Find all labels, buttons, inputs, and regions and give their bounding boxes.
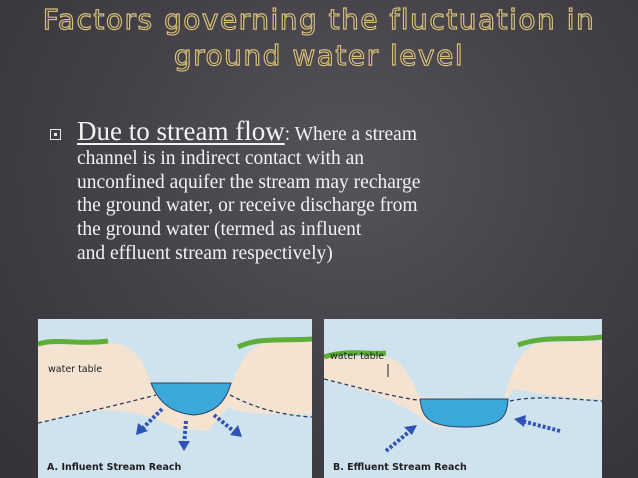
title-line-1: Factors governing the fluctuation in	[42, 2, 596, 36]
slide-title: Factors governing the fluctuation in gro…	[0, 2, 638, 74]
water-table-line	[324, 378, 602, 402]
body-line-1: Where a stream	[294, 124, 417, 145]
ground-layer	[324, 341, 602, 427]
discharge-flow-arrows	[384, 419, 561, 453]
bullet-heading: Due to stream flow	[77, 116, 285, 146]
stream-water	[150, 382, 232, 416]
arrowheads	[136, 423, 242, 451]
body-line-2: channel is in indirect contact with an	[77, 147, 364, 169]
water-table-label: water table	[48, 364, 103, 375]
heading-colon: :	[284, 124, 291, 145]
water-table-label: water table	[330, 351, 385, 362]
arrowheads	[404, 415, 526, 435]
water-table-line	[38, 394, 312, 424]
title-line-2: ground water level	[173, 38, 465, 72]
stream-water	[419, 398, 509, 428]
square-bullet-icon	[50, 129, 61, 140]
effluent-diagram-graphic	[324, 319, 602, 478]
grass-strip	[38, 336, 312, 350]
body-line-3: unconfined aquifer the stream may rechar…	[77, 171, 421, 193]
influent-stream-diagram: water table A. Influent Stream Reach	[38, 319, 312, 478]
diagram-caption: B. Effluent Stream Reach	[333, 462, 467, 473]
body-line-5: the ground water (termed as influent	[77, 219, 362, 241]
effluent-stream-diagram: water table B. Effluent Stream Reach	[324, 319, 602, 478]
diagram-caption: A. Influent Stream Reach	[47, 462, 182, 473]
body-line-6: and effluent stream respectively)	[77, 242, 333, 264]
bullet-paragraph: Due to stream flow: Where a stream chann…	[77, 118, 607, 266]
grass-strip	[324, 334, 602, 360]
body-line-4: the ground water, or receive discharge f…	[77, 195, 418, 217]
influent-diagram-graphic	[38, 319, 312, 478]
